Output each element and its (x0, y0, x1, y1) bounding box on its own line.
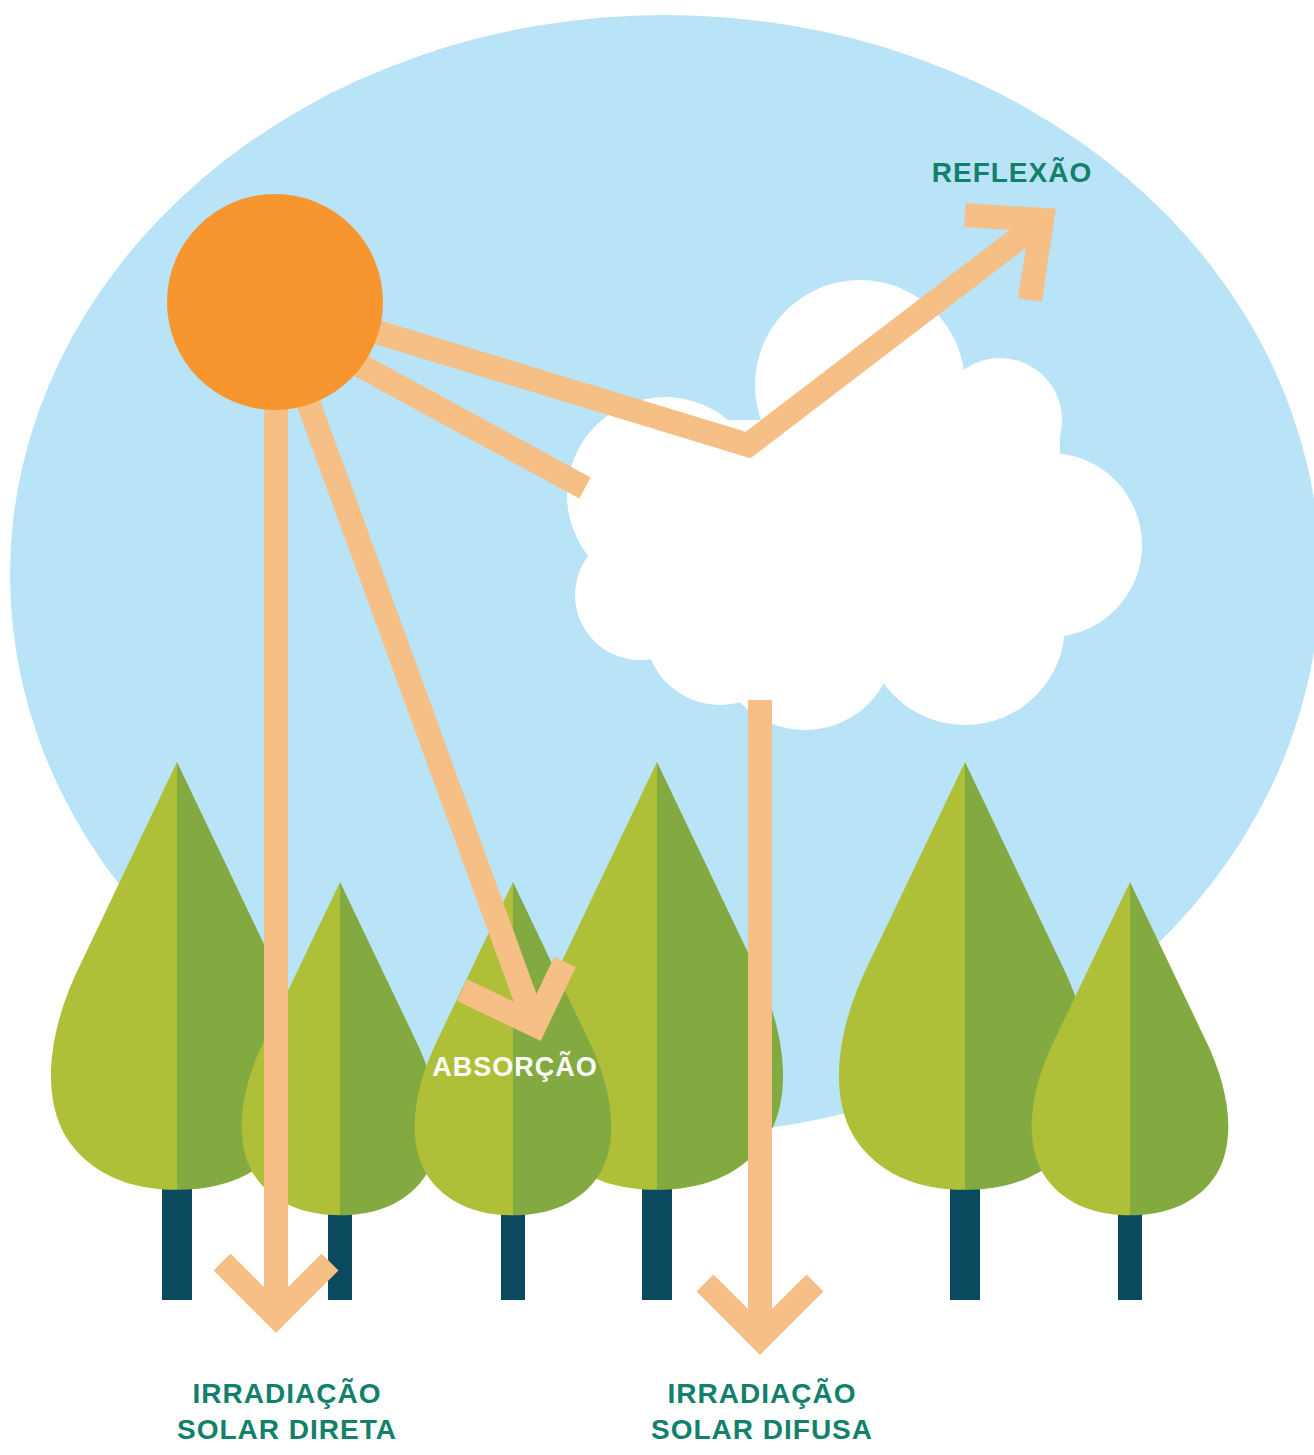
direct-label: IRRADIAÇÃO SOLAR DIRETA (142, 1376, 432, 1449)
sun (167, 194, 383, 410)
absorption-label: ABSORÇÃO (385, 1050, 645, 1085)
reflection-label: REFLEXÃO (882, 155, 1142, 191)
cloud (567, 280, 1142, 730)
trees (51, 762, 1228, 1215)
diffuse-label: IRRADIAÇÃO SOLAR DIFUSA (617, 1376, 907, 1449)
